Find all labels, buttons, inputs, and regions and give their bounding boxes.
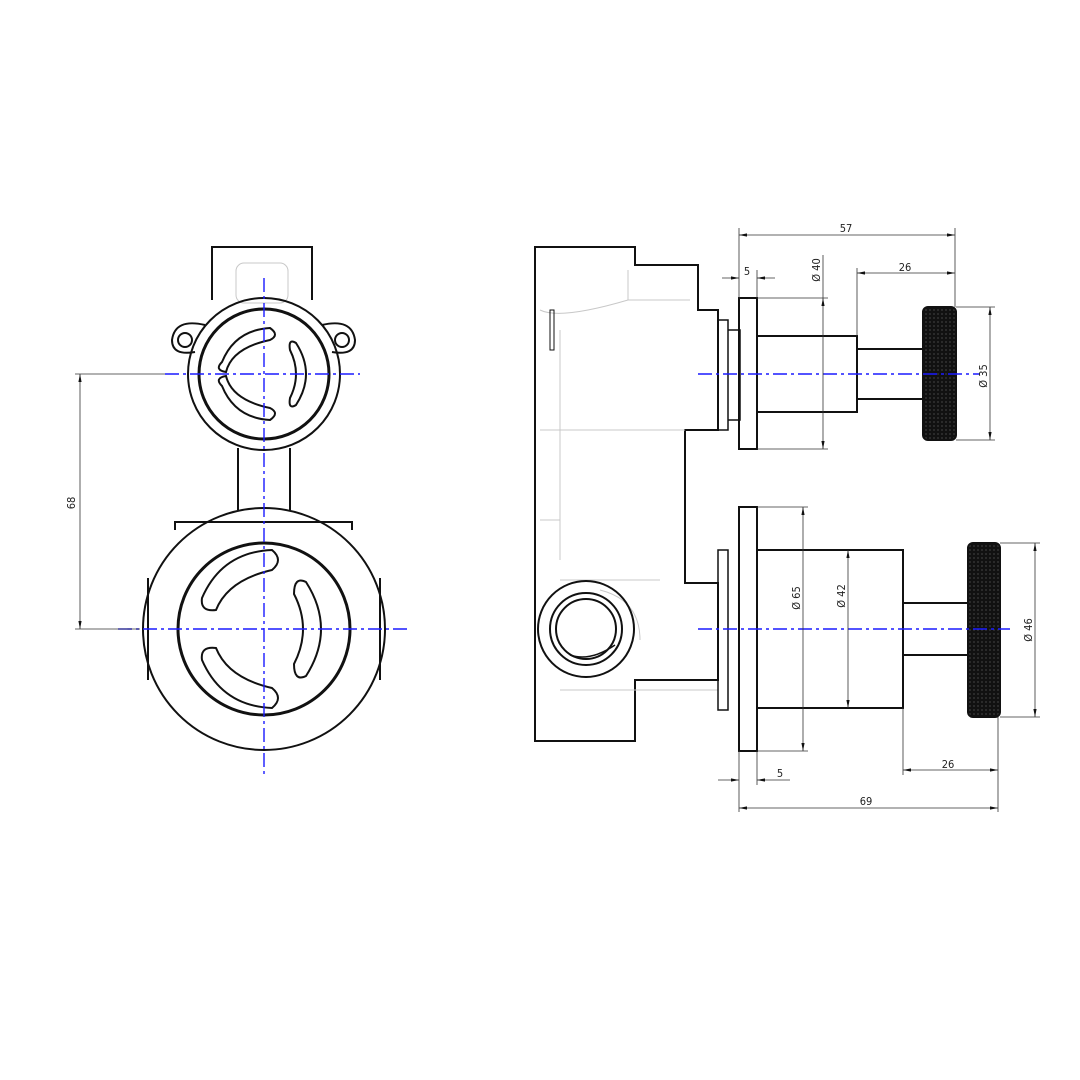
front-view: 68	[65, 246, 410, 775]
dim-lower-handle-projection: 26	[942, 758, 955, 771]
dim-lower-overall-depth: 69	[860, 795, 873, 808]
lower-knurled-knob	[967, 542, 1001, 718]
dim-lower-flange-diameter: Ø 65	[790, 586, 803, 610]
dim-lower-knob-diameter: Ø 46	[1022, 618, 1035, 642]
dim-lower-flange-thickness: 5	[777, 767, 783, 780]
dim-upper-flange-diameter: Ø 40	[810, 258, 823, 282]
dim-center-distance: 68	[65, 497, 78, 510]
dim-upper-flange-thickness: 5	[744, 265, 750, 278]
dim-upper-handle-projection: 26	[899, 261, 912, 274]
dim-lower-body-diameter: Ø 42	[835, 584, 848, 608]
dim-upper-overall-depth: 57	[840, 222, 853, 235]
dim-upper-knob-diameter: Ø 35	[977, 364, 990, 388]
side-view: 57 5 26 Ø 40 Ø 35 Ø 65 Ø 42 Ø 46 5	[534, 222, 1040, 812]
